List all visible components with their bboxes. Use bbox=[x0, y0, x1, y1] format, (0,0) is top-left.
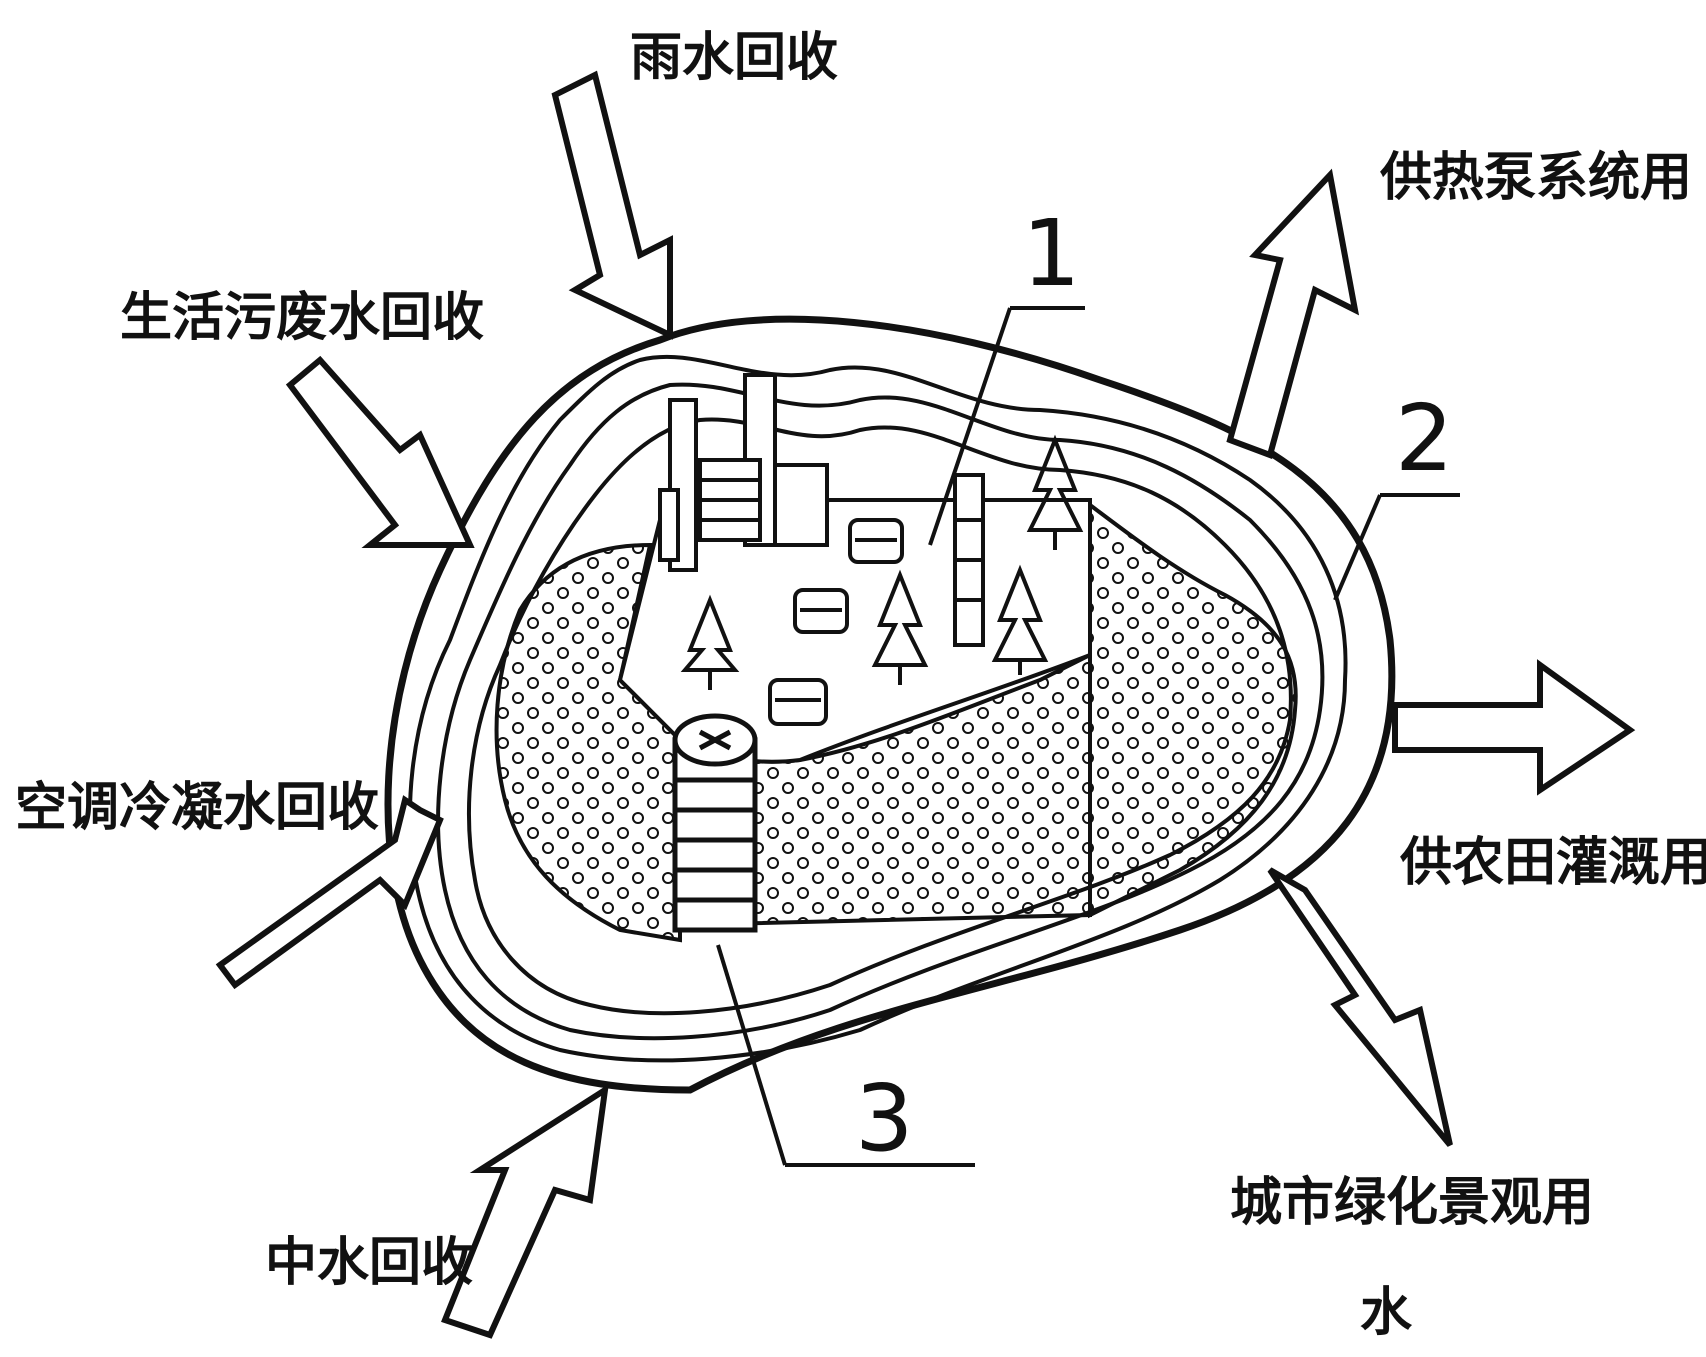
label-landscape-2: 水 bbox=[1360, 1283, 1413, 1343]
label-farmland: 供农田灌溉用 bbox=[1400, 833, 1706, 893]
car-icon bbox=[768, 518, 904, 726]
callout-3: 3 bbox=[855, 1065, 914, 1172]
arrow-icon bbox=[215, 795, 444, 990]
arrow-icon bbox=[1392, 659, 1636, 796]
arrow-icon bbox=[441, 1083, 609, 1339]
tree-icon bbox=[680, 434, 1084, 690]
ground-area-right bbox=[1088, 500, 1298, 919]
label-reclaimed-water: 中水回收 bbox=[265, 1233, 473, 1293]
cylinder-tank-icon bbox=[672, 713, 758, 933]
label-rain-recovery: 雨水回收 bbox=[630, 28, 838, 88]
label-domestic-wastewater: 生活污废水回收 bbox=[120, 288, 484, 348]
arrow-icon bbox=[551, 70, 673, 340]
label-landscape-1: 城市绿化景观用 bbox=[1230, 1173, 1594, 1233]
building-icon bbox=[658, 373, 985, 647]
label-ac-condensate: 空调冷凝水回收 bbox=[15, 778, 379, 838]
contour-line-2 bbox=[436, 382, 1325, 1041]
callout-1: 1 bbox=[1022, 200, 1081, 307]
arrow-icon bbox=[1226, 168, 1360, 459]
outer-boundary bbox=[384, 315, 1396, 1094]
callout-2: 2 bbox=[1395, 385, 1454, 492]
arrow-icon bbox=[285, 355, 475, 548]
arrow-icon bbox=[1267, 867, 1453, 1147]
contour-line-1 bbox=[408, 354, 1348, 1063]
label-heat-pump: 供热泵系统用 bbox=[1380, 148, 1692, 208]
